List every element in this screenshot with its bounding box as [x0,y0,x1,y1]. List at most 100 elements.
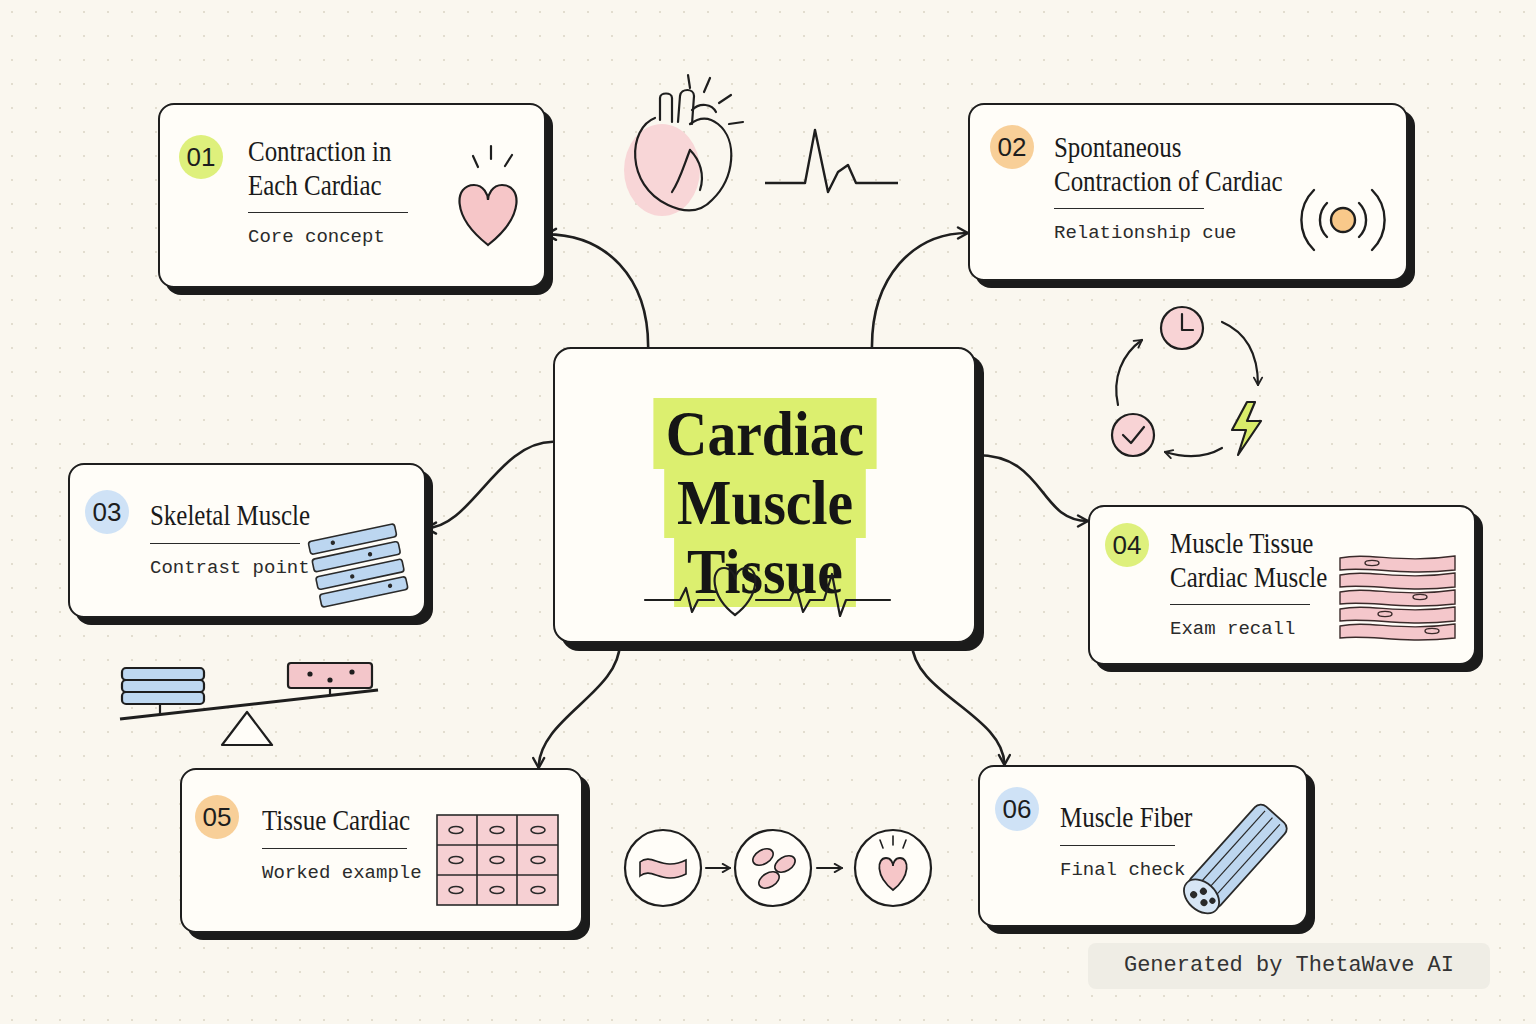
vessel [692,105,716,112]
ecg-line [645,588,714,612]
check-mark [1123,427,1144,443]
nucleus [490,827,504,834]
ray [880,840,883,848]
nucleus [1425,628,1439,633]
vessel [678,90,694,124]
step-arrow [817,867,842,869]
heart-illustration [624,75,743,216]
ray [719,95,731,103]
dot [309,673,312,676]
ray [729,122,743,124]
nucleus [490,887,504,894]
connector-arrow [872,233,968,347]
card-heading: Skeletal Muscle [150,499,350,533]
heart-line [690,150,702,190]
dot [388,584,391,587]
card-heading: Tissue Cardiac [262,804,462,838]
stripe [319,576,408,607]
fulcrum [222,712,272,745]
tissue-grid-icon [437,815,558,905]
heart-line [672,150,690,192]
text-column: Spontaneous Contraction of CardiacRelati… [1054,131,1333,244]
divider-rule [1060,845,1175,846]
divider-rule [1170,604,1310,605]
divider-rule [150,543,300,544]
blue-block [122,692,204,704]
signal-arc [1320,203,1327,237]
seesaw [120,663,378,745]
dot [1200,899,1207,906]
center-ecg [645,568,890,616]
cell [772,852,798,875]
number-badge: 01 [179,135,223,179]
ray [892,836,894,845]
grid-line [476,815,478,905]
card-subtitle: Worked example [262,862,495,884]
divider-rule [248,212,408,213]
dot [1190,891,1197,898]
nucleus [531,857,545,864]
nucleus [531,827,545,834]
topic-card: Spontaneous Contraction of CardiacRelati… [968,103,1408,281]
tissue-band [1340,590,1455,606]
fiber-body [1185,801,1290,911]
central-title: Cardiac Muscle Tissue [653,398,877,607]
cycle-arrow [1222,322,1258,385]
blue-block [122,668,204,680]
callout-number: 01 [187,142,216,172]
tissue-band [1340,556,1455,572]
topic-card: Contraction in Each CardiacCore concept 0… [158,103,546,288]
check-circle [1112,414,1154,456]
dot [1200,888,1207,895]
tissue-band [1340,624,1455,640]
fiber-stripe [1198,811,1265,885]
grid-frame [437,815,558,905]
cycle-arrow [1165,448,1222,456]
stripe [316,559,405,590]
ray [490,146,492,159]
heart-outline [715,568,756,615]
step-arrow [706,867,730,869]
card-heading: Contraction in Each Cardiac [248,135,420,202]
ray [473,156,478,167]
tissue-band [1340,607,1455,623]
ecg-line [765,130,898,192]
ray [505,155,512,166]
card-subtitle: Contrast point [150,557,383,579]
watermark-badge: Generated by ThetaWave AI [1088,943,1490,989]
card-heading: Spontaneous Contraction of Cardiac [1054,131,1294,198]
dot [329,679,332,682]
number-badge: 04 [1105,523,1149,567]
grid-line [437,874,558,876]
signal-dot [1331,208,1355,232]
pink-blob [624,124,700,216]
signal-arc [1359,203,1366,237]
cell [756,868,782,891]
fiber-end [1177,873,1225,921]
cell [750,845,776,868]
ecg-line [756,574,890,616]
dot [351,671,354,674]
card-heading: Muscle Tissue Cardiac Muscle [1170,527,1338,594]
central-topic-box: Cardiac Muscle Tissue [553,347,976,643]
connector-arrow [912,643,1004,765]
nucleus [1413,594,1427,599]
nucleus [490,857,504,864]
callout-number: 03 [93,497,122,527]
ray [704,78,710,92]
connector-arrow [546,234,648,347]
dot [351,575,354,578]
clock-hands [1182,314,1193,330]
connector-arrow [426,442,553,528]
heart-icon [459,146,516,245]
topic-card: Skeletal MuscleContrast point 03 [68,463,426,618]
vessel [660,94,672,123]
fiber-stripe [1213,824,1280,898]
nucleus [449,857,463,864]
card-heading: Muscle Fiber [1060,801,1250,835]
text-column: Muscle FiberFinal check [1060,801,1281,881]
topic-card: Muscle FiberFinal check06 [978,765,1308,927]
step-circle [855,830,931,906]
text-column: Contraction in Each CardiacCore concept [248,135,448,248]
